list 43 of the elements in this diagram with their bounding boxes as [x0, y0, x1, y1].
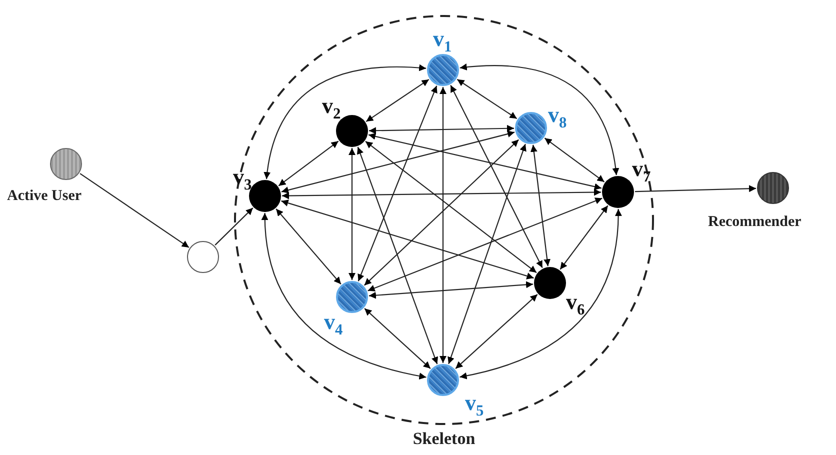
arrow — [368, 281, 534, 299]
vertex-label: v$_{6}$ — [566, 291, 585, 318]
arrow — [365, 140, 537, 274]
arrow — [356, 146, 438, 364]
group-label: Skeleton — [412, 430, 476, 447]
arrow — [358, 86, 438, 282]
vertex-label: v$_{2}$ — [322, 95, 341, 122]
arrow — [460, 64, 619, 176]
arrow — [264, 64, 426, 180]
arrow — [282, 188, 601, 200]
arrow — [214, 208, 254, 246]
vertex-label: v$_{5}$ — [465, 392, 484, 419]
arrow — [80, 173, 190, 248]
vertex-label: v$_{1}$ — [433, 28, 452, 55]
arrow — [366, 79, 430, 122]
arrow — [364, 308, 431, 369]
node-label: Active User — [7, 189, 82, 204]
arrow — [281, 130, 515, 194]
vertex-label: v$_{4}$ — [324, 311, 343, 338]
arrow — [634, 185, 756, 192]
arrow — [440, 87, 446, 363]
arrow — [368, 132, 602, 190]
arrow — [276, 208, 342, 284]
arrow — [369, 124, 514, 134]
arrow — [530, 144, 551, 266]
arrow — [560, 205, 608, 270]
arrow — [544, 138, 605, 182]
arrow — [456, 78, 518, 120]
arrow — [281, 200, 534, 280]
vertex-label: v$_{3}$ — [233, 166, 252, 193]
arrow — [278, 140, 339, 186]
arrow — [262, 212, 426, 380]
node-label: Recommender — [708, 215, 802, 230]
arrow — [448, 144, 526, 364]
arrow — [455, 294, 538, 369]
vertex-label: v$_{7}$ — [632, 158, 651, 185]
vertex-label: v$_{8}$ — [548, 104, 567, 131]
arrow — [368, 198, 602, 292]
arrow — [348, 148, 356, 280]
empty-node — [187, 241, 219, 273]
arrow — [460, 208, 622, 379]
arrow — [364, 139, 520, 286]
arrow — [450, 84, 543, 268]
